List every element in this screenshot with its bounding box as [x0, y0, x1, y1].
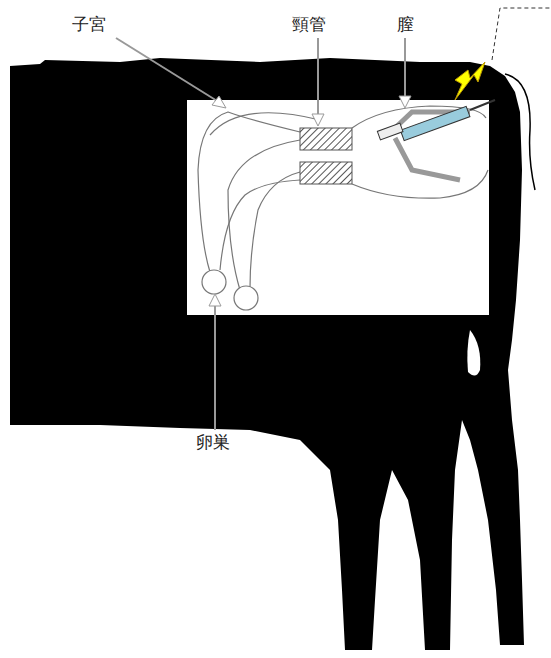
vagina — [352, 106, 488, 198]
probe-device — [377, 100, 495, 141]
lightning-bolt — [455, 62, 485, 100]
part-label: 膣 — [397, 14, 414, 34]
leader-arrow — [116, 38, 411, 430]
tail — [505, 74, 535, 190]
udder-gap — [467, 330, 480, 376]
part-label: 頸管 — [292, 14, 326, 34]
inset-panel — [187, 100, 489, 315]
part-label: 卵巣 — [196, 432, 230, 452]
ovary — [202, 270, 226, 294]
cow-silhouette — [10, 58, 524, 650]
dashed-leader — [492, 8, 551, 60]
part-label: 子宮 — [72, 14, 106, 34]
ovary — [234, 286, 258, 310]
cervix — [300, 128, 352, 150]
cervix — [300, 162, 352, 184]
